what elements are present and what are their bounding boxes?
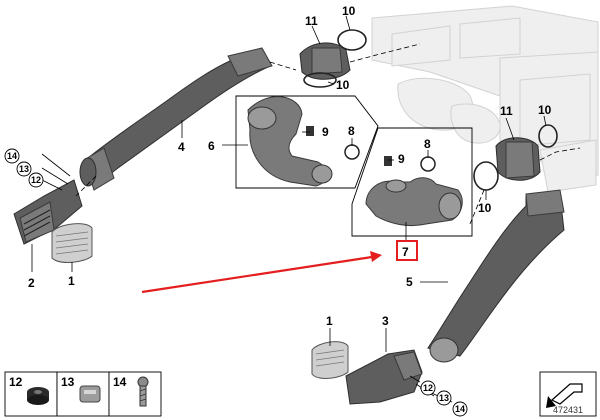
callout-8-lower[interactable]: 8: [424, 137, 431, 151]
callout-12-left[interactable]: 12: [28, 172, 44, 188]
callout-10-right-top[interactable]: 10: [538, 103, 552, 117]
clamp-part-10-right-bottom: [473, 161, 499, 191]
svg-text:12: 12: [9, 375, 23, 389]
highlight-box-part-7: [396, 240, 418, 261]
o-ring-part-8-lower: [420, 156, 436, 172]
reference-number: 472431: [553, 405, 583, 415]
air-inlet-part-3: [345, 349, 423, 405]
group-box-part-7: [351, 127, 473, 237]
screw-icon: [137, 376, 149, 407]
air-duct-part-4: [79, 47, 273, 191]
highlight-arrow: [141, 251, 382, 294]
cap-part-9-lower: [384, 156, 392, 166]
callout-13-left[interactable]: 13: [16, 161, 32, 177]
group-box-part-6: [235, 95, 379, 189]
callout-2[interactable]: 2: [28, 276, 35, 290]
callout-14-bottom[interactable]: 14: [452, 401, 468, 417]
legend-item-12[interactable]: 12: [4, 371, 58, 417]
callout-1-left[interactable]: 1: [68, 274, 75, 288]
air-duct-part-5: [427, 189, 565, 363]
intake-elbow-part-7: [365, 177, 463, 227]
clamp-part-10-mid: [303, 72, 337, 88]
legend-item-13[interactable]: 13: [56, 371, 110, 417]
callout-9-upper[interactable]: 9: [322, 125, 329, 139]
callout-1-bottom[interactable]: 1: [326, 314, 333, 328]
svg-text:14: 14: [455, 404, 465, 414]
callout-9-lower[interactable]: 9: [398, 152, 405, 166]
svg-text:14: 14: [113, 375, 127, 389]
svg-text:13: 13: [19, 164, 29, 174]
svg-text:12: 12: [423, 383, 433, 393]
hose-part-11-right: [495, 137, 541, 181]
svg-text:13: 13: [439, 393, 449, 403]
legend-item-14[interactable]: 14: [108, 371, 162, 417]
grille-part-1-bottom: [311, 341, 349, 379]
callout-5[interactable]: 5: [406, 275, 413, 289]
svg-text:14: 14: [7, 151, 17, 161]
callout-14-left[interactable]: 14: [4, 148, 20, 164]
clip-nut-icon: [79, 385, 101, 403]
grille-part-1-left: [51, 223, 93, 263]
callout-3[interactable]: 3: [382, 314, 389, 328]
callout-11-right[interactable]: 11: [500, 104, 513, 118]
grommet-icon: [27, 387, 49, 405]
intake-elbow-part-6: [247, 96, 333, 187]
callout-12-bottom[interactable]: 12: [420, 380, 436, 396]
clamp-part-10-right-top: [538, 124, 558, 148]
direction-arrow-icon: [546, 383, 583, 408]
reference-box: 472431: [539, 371, 597, 417]
callout-7[interactable]: 7: [402, 245, 409, 259]
callout-10-mid[interactable]: 10: [336, 78, 350, 92]
air-inlet-part-2: [13, 179, 83, 245]
svg-text:12: 12: [31, 175, 41, 185]
assembly-dashes: [75, 43, 581, 225]
engine-block-ghost: [371, 5, 599, 193]
svg-text:13: 13: [61, 375, 75, 389]
callout-4[interactable]: 4: [178, 140, 185, 154]
hose-part-11-top: [299, 42, 351, 80]
callout-8-upper[interactable]: 8: [348, 124, 355, 138]
o-ring-part-8-upper: [344, 144, 360, 160]
callout-11-top[interactable]: 11: [305, 14, 318, 28]
clamp-part-10-top: [337, 29, 367, 51]
cap-part-9-upper: [306, 126, 314, 136]
callout-10-top[interactable]: 10: [342, 4, 356, 18]
callout-13-bottom[interactable]: 13: [436, 390, 452, 406]
callout-6[interactable]: 6: [208, 139, 215, 153]
callout-10-right-bottom[interactable]: 10: [478, 201, 492, 215]
